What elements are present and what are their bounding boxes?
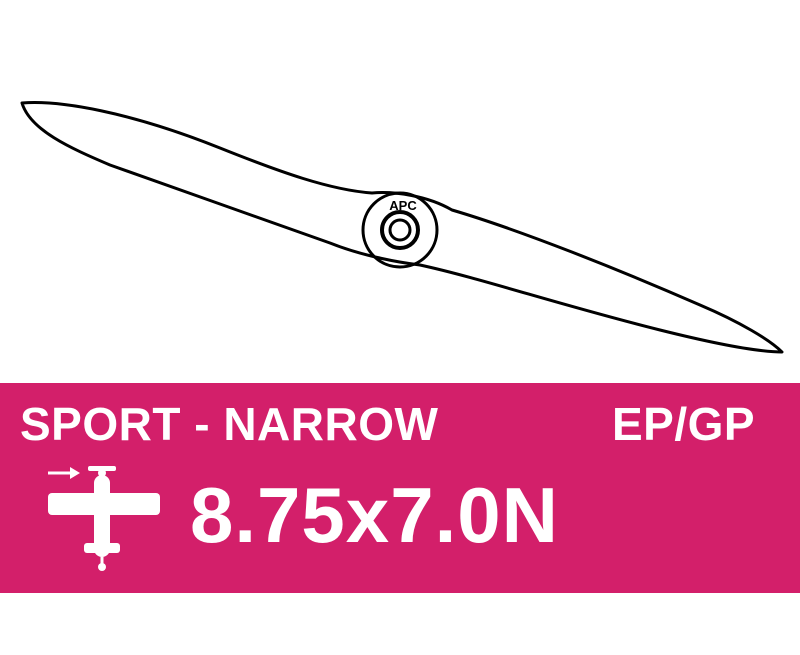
propeller-hub xyxy=(361,191,439,269)
propeller-hub-ring xyxy=(380,210,420,250)
propeller-illustration: APC xyxy=(20,101,784,354)
propeller-size: 8.75x7.0N xyxy=(190,471,559,559)
type-label: EP/GP xyxy=(612,398,756,450)
airplane-tractor-icon xyxy=(48,466,160,571)
propeller-shaft-hole xyxy=(388,218,412,242)
brand-mark-text: APC xyxy=(389,198,417,213)
category-label: SPORT - NARROW xyxy=(20,398,439,450)
product-banner xyxy=(0,383,800,593)
propeller-blade-outline xyxy=(20,101,784,354)
